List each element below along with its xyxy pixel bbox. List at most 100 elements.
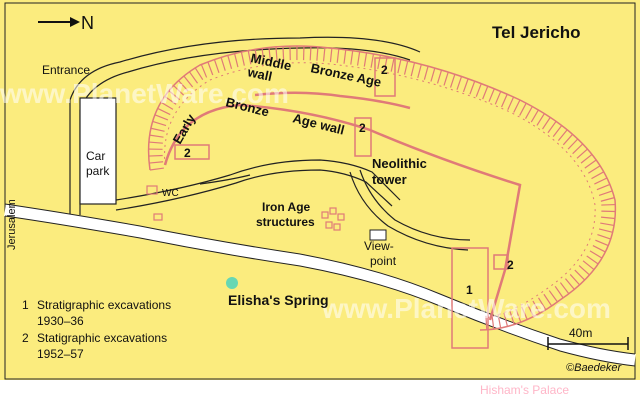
wc-building xyxy=(146,185,158,195)
hachure-tick xyxy=(164,95,177,105)
hachure-tick xyxy=(537,297,547,311)
hachure-tick xyxy=(592,245,606,253)
hachure-tick xyxy=(569,274,581,286)
hachure-tick xyxy=(350,50,354,65)
scale-label: 40m xyxy=(569,326,592,340)
excavation-2-center xyxy=(354,117,372,157)
legend-2-number: 2 xyxy=(22,331,29,345)
hachure-tick xyxy=(275,46,278,61)
hachure-tick xyxy=(200,64,208,78)
hachure-tick xyxy=(213,59,220,73)
hachure-tick xyxy=(532,300,541,314)
hachure-tick xyxy=(227,55,233,69)
structures-label: structures xyxy=(256,215,315,229)
map-title: Tel Jericho xyxy=(492,23,581,42)
hachure-tick xyxy=(149,167,164,171)
hachure-tick xyxy=(515,308,522,323)
hachure-tick xyxy=(582,260,595,271)
hachure-tick xyxy=(363,52,368,67)
excavation-number: 2 xyxy=(381,63,388,77)
hachure-tick xyxy=(564,278,575,290)
hachure-tick xyxy=(154,114,169,121)
hachure-tick xyxy=(601,203,616,206)
hachure-tick xyxy=(436,69,443,84)
hachure-tick xyxy=(475,83,482,97)
legend-1-text: Stratigraphic excavations xyxy=(37,298,171,312)
hachure-tick xyxy=(178,80,189,92)
hachure-tick xyxy=(282,46,285,61)
excavations xyxy=(174,57,509,349)
hachure-tick xyxy=(536,113,545,126)
hachure-tick xyxy=(194,67,204,81)
hachure-tick xyxy=(596,183,611,191)
view-label: View- xyxy=(364,239,394,253)
hachure-tick xyxy=(548,290,558,303)
hachure-tick xyxy=(598,190,613,196)
legend: 1 Stratigraphic excavations 1930–36 2 St… xyxy=(22,298,171,361)
hachure-tick xyxy=(336,48,340,63)
hachure-tick xyxy=(554,285,564,299)
hachure-tick xyxy=(587,165,601,174)
jerusalem-road xyxy=(4,204,636,366)
inner-path-edge xyxy=(115,169,393,211)
jerusalem-road-edge-1 xyxy=(4,203,636,355)
wc-path xyxy=(199,174,251,185)
hachure-tick xyxy=(519,102,527,116)
hachure-tick xyxy=(160,101,174,110)
small-building xyxy=(153,213,163,221)
excavation-number: 1 xyxy=(466,283,473,297)
hachure-tick xyxy=(233,53,239,68)
hachure-tick xyxy=(316,46,319,61)
excavation-number: 2 xyxy=(359,121,366,135)
early-bronze-age-wall xyxy=(163,103,522,321)
hachure-tick xyxy=(491,315,495,330)
watermark-top: www.PlanetWare.com xyxy=(0,78,289,109)
hachure-tick xyxy=(449,74,456,88)
hachure-tick xyxy=(497,314,502,329)
hachure-tick xyxy=(150,127,165,132)
hachure-tick xyxy=(482,85,489,100)
elisha-spring-label: Elisha's Spring xyxy=(228,292,329,308)
tell-hachures xyxy=(148,46,616,330)
structure xyxy=(333,223,341,231)
hachure-tick xyxy=(173,85,185,96)
hachure-tick xyxy=(403,60,409,75)
hachure-tick xyxy=(488,88,495,102)
point-label: point xyxy=(370,254,397,268)
north-arrow: N xyxy=(38,13,94,33)
hachure-tick xyxy=(443,71,449,86)
legend-2-years: 1952–57 xyxy=(37,347,84,361)
hachure-tick xyxy=(343,49,347,64)
map-frame xyxy=(4,2,636,380)
hachure-tick xyxy=(383,56,388,71)
viewpoint-building xyxy=(369,229,387,241)
outer-road-inner xyxy=(79,47,411,215)
excavation-2-west xyxy=(174,144,210,160)
hachure-tick xyxy=(268,47,272,62)
hachure-tick xyxy=(584,159,597,169)
park-label: park xyxy=(86,164,110,178)
iron-age-structures xyxy=(321,207,345,231)
car-park xyxy=(79,97,117,205)
footer-strip xyxy=(0,380,640,400)
hachure-tick xyxy=(152,120,167,127)
hachure-tick xyxy=(220,57,226,71)
hachure-tick xyxy=(507,96,515,111)
excavation-2-north xyxy=(374,57,396,97)
hachure-tick xyxy=(390,57,395,72)
jerusalem-label: Jerusalem xyxy=(6,199,18,250)
hachure-tick xyxy=(543,293,553,307)
hachure-tick xyxy=(524,106,533,120)
hachure-tick xyxy=(501,93,508,108)
structure xyxy=(329,207,337,215)
footer-link[interactable]: Hisham's Palace xyxy=(480,383,569,397)
hachure-tick xyxy=(591,171,605,180)
hachure-tick xyxy=(322,47,326,62)
iron-age-label: Iron Age xyxy=(262,200,311,214)
hachure-tick xyxy=(329,48,333,63)
hachure-tick xyxy=(188,71,199,84)
car-label: Car xyxy=(86,149,105,163)
hachure-tick xyxy=(586,255,599,265)
hachure-tick xyxy=(370,53,375,68)
hachure-tick xyxy=(240,51,245,66)
